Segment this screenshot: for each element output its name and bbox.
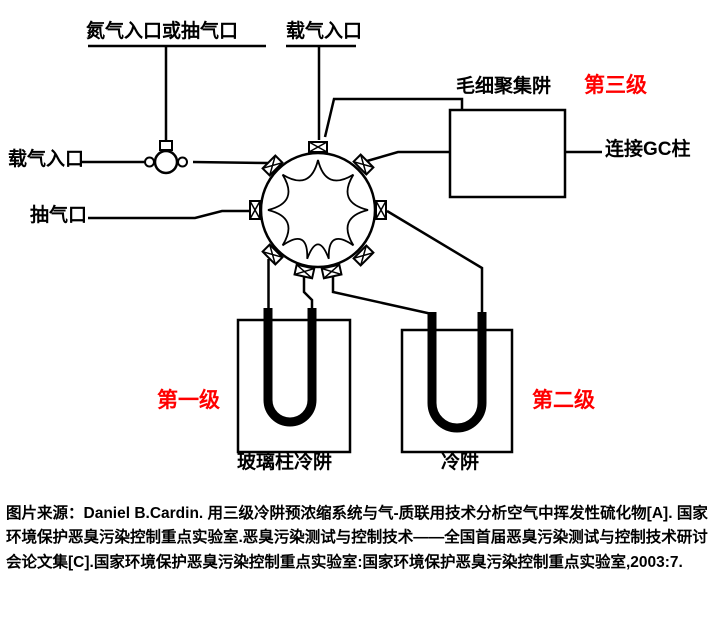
tee-port-right [177, 156, 188, 168]
label-cold-trap: 冷阱 [441, 452, 480, 473]
valve-port-fitting-bottom-right [352, 244, 375, 267]
valve-port-fitting-right [375, 200, 387, 220]
valve-port-fitting-left [249, 200, 261, 220]
valve-port-fitting-top-right [352, 153, 375, 176]
valve-port-fitting-top [308, 141, 328, 153]
tee-to-valve-line [192, 160, 269, 165]
label-pump-port: 抽气口 [30, 205, 88, 226]
trap2-u-tube-bore [429, 312, 485, 431]
valve-port-fitting-bottom-center-right [320, 263, 343, 280]
tee-body [153, 149, 179, 175]
valve-port-fitting-bottom-left [261, 243, 284, 266]
trap1-u-tube-bore [265, 308, 315, 425]
trap2-container [400, 328, 514, 454]
caption-text: 图片来源：Daniel B.Cardin. 用三级冷阱预浓缩系统与气-质联用技术… [6, 505, 708, 571]
label-carrier-inlet-left: 载气入口 [8, 149, 85, 170]
label-capillary-trap: 毛细聚集阱 [456, 76, 552, 97]
rotary-valve [249, 141, 387, 280]
cold-trap [400, 312, 514, 454]
diagram-canvas [80, 44, 602, 454]
nitrogen-line [88, 44, 266, 143]
tee-port-left [144, 156, 155, 168]
label-nitrogen-inlet: 氮气入口或抽气口 [86, 21, 239, 42]
tee-valve [144, 140, 188, 175]
carrier-top-line [286, 44, 356, 140]
valve-port-fitting-bottom-center-left [293, 263, 316, 280]
tee-stem [159, 140, 173, 151]
trap1-u-tube-wall [263, 308, 317, 427]
valve-to-trap2-right-line [386, 209, 484, 316]
valve-port-fitting-top-left [261, 154, 284, 177]
valve-to-trap3-line [323, 97, 464, 138]
label-gc-column: 连接GC柱 [605, 139, 691, 160]
valve-body [259, 151, 377, 269]
capillary-trap-box [448, 108, 567, 199]
label-stage-three: 第三级 [584, 74, 647, 97]
label-carrier-inlet-top: 载气入口 [286, 21, 363, 42]
glass-column-trap [236, 308, 352, 454]
trap1-container [236, 318, 352, 454]
valve-flow-channels [267, 159, 369, 260]
label-glass-column-trap: 玻璃柱冷阱 [237, 452, 333, 473]
valve-to-trap2-left-line [331, 277, 434, 316]
label-stage-one: 第一级 [157, 389, 220, 412]
pump-line [88, 209, 250, 220]
label-stage-two: 第二级 [532, 389, 595, 412]
